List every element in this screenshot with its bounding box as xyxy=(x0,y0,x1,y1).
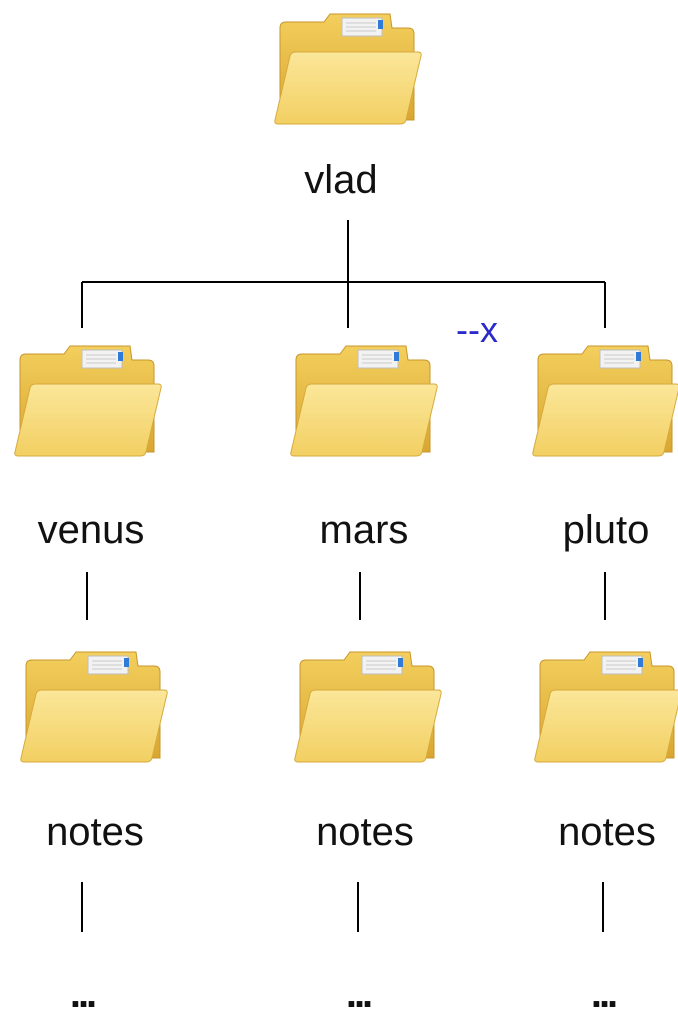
folder-icon[interactable] xyxy=(18,648,168,766)
folder-icon[interactable] xyxy=(532,648,678,766)
folder-label-venus: venus xyxy=(37,508,145,552)
folder-icon[interactable] xyxy=(530,342,678,460)
folder-icon[interactable] xyxy=(12,342,162,460)
folder-label-notes: notes xyxy=(316,810,414,854)
more-indicator: ... xyxy=(590,972,618,1016)
folder-icon[interactable] xyxy=(292,648,442,766)
root-folder-label: vlad xyxy=(304,158,378,202)
folder-icon[interactable] xyxy=(288,342,438,460)
folder-label-notes: notes xyxy=(46,810,144,854)
folder-label-pluto: pluto xyxy=(562,508,650,552)
more-indicator: ... xyxy=(345,972,373,1016)
folder-label-notes: notes xyxy=(558,810,656,854)
folder-label-mars: mars xyxy=(319,508,409,552)
folder-icon[interactable] xyxy=(272,10,422,128)
more-indicator: ... xyxy=(69,972,97,1016)
permission-label: --x xyxy=(456,309,498,350)
